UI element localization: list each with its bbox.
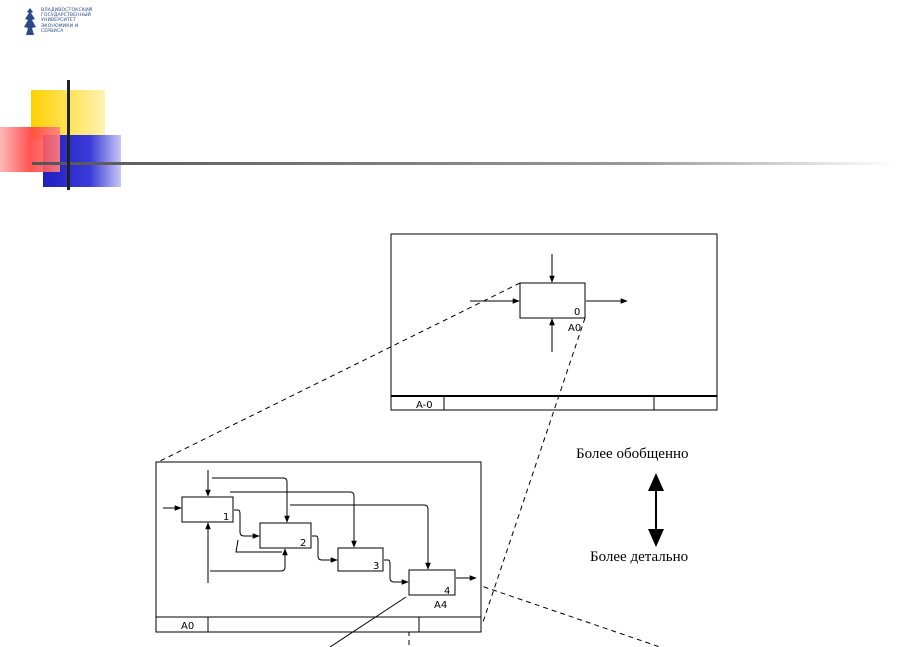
logo-line: УНИВЕРСИТЕТ — [41, 18, 76, 24]
more-detailed-label: Более детально — [590, 549, 689, 565]
context-frame — [390, 233, 718, 411]
more-general-label: Более обобщенно — [576, 446, 689, 462]
mechanism-call-line — [329, 596, 407, 647]
context-function-box — [519, 282, 586, 319]
zoom-connectors — [157, 282, 661, 647]
function-box-2-number: 2 — [300, 538, 306, 549]
logo-line: ГОСУДАРСТВЕННЫЙ — [41, 13, 91, 19]
function-box-3-number: 3 — [373, 561, 379, 572]
context-footer-bar — [391, 395, 717, 397]
logo-line: ВЛАДИВОСТОКСКИЙ — [41, 8, 93, 13]
context-box-number: 0 — [574, 307, 580, 318]
logo-emblem-icon — [24, 8, 36, 35]
context-diagram: A-0 0 A0 — [390, 233, 718, 411]
logo-line: ЭКОНОМИКИ И — [41, 23, 79, 29]
context-footer-node: A-0 — [416, 400, 433, 411]
function-box-4-node: A4 — [434, 600, 447, 611]
title-decoration — [0, 80, 897, 190]
context-box-node: A0 — [568, 323, 581, 334]
function-box-2 — [259, 522, 312, 549]
function-box-4-number: 4 — [444, 586, 450, 597]
logo-line: СЕРВИСА — [41, 28, 64, 34]
function-box-4 — [408, 569, 456, 596]
vertical-rule — [67, 80, 70, 190]
function-box-3 — [337, 547, 384, 572]
function-box-1-number: 1 — [223, 512, 229, 523]
function-box-1 — [181, 496, 234, 523]
decomposition-footer-node: A0 — [181, 621, 194, 632]
detail-direction-arrow — [648, 473, 664, 547]
decomposition-diagram: A0 1 2 3 4 A4 — [155, 461, 482, 647]
logo-text: ВЛАДИВОСТОКСКИЙ ГОСУДАРСТВЕННЫЙ УНИВЕРСИ… — [41, 8, 92, 34]
horizontal-rule — [32, 162, 897, 165]
university-logo — [22, 7, 132, 39]
